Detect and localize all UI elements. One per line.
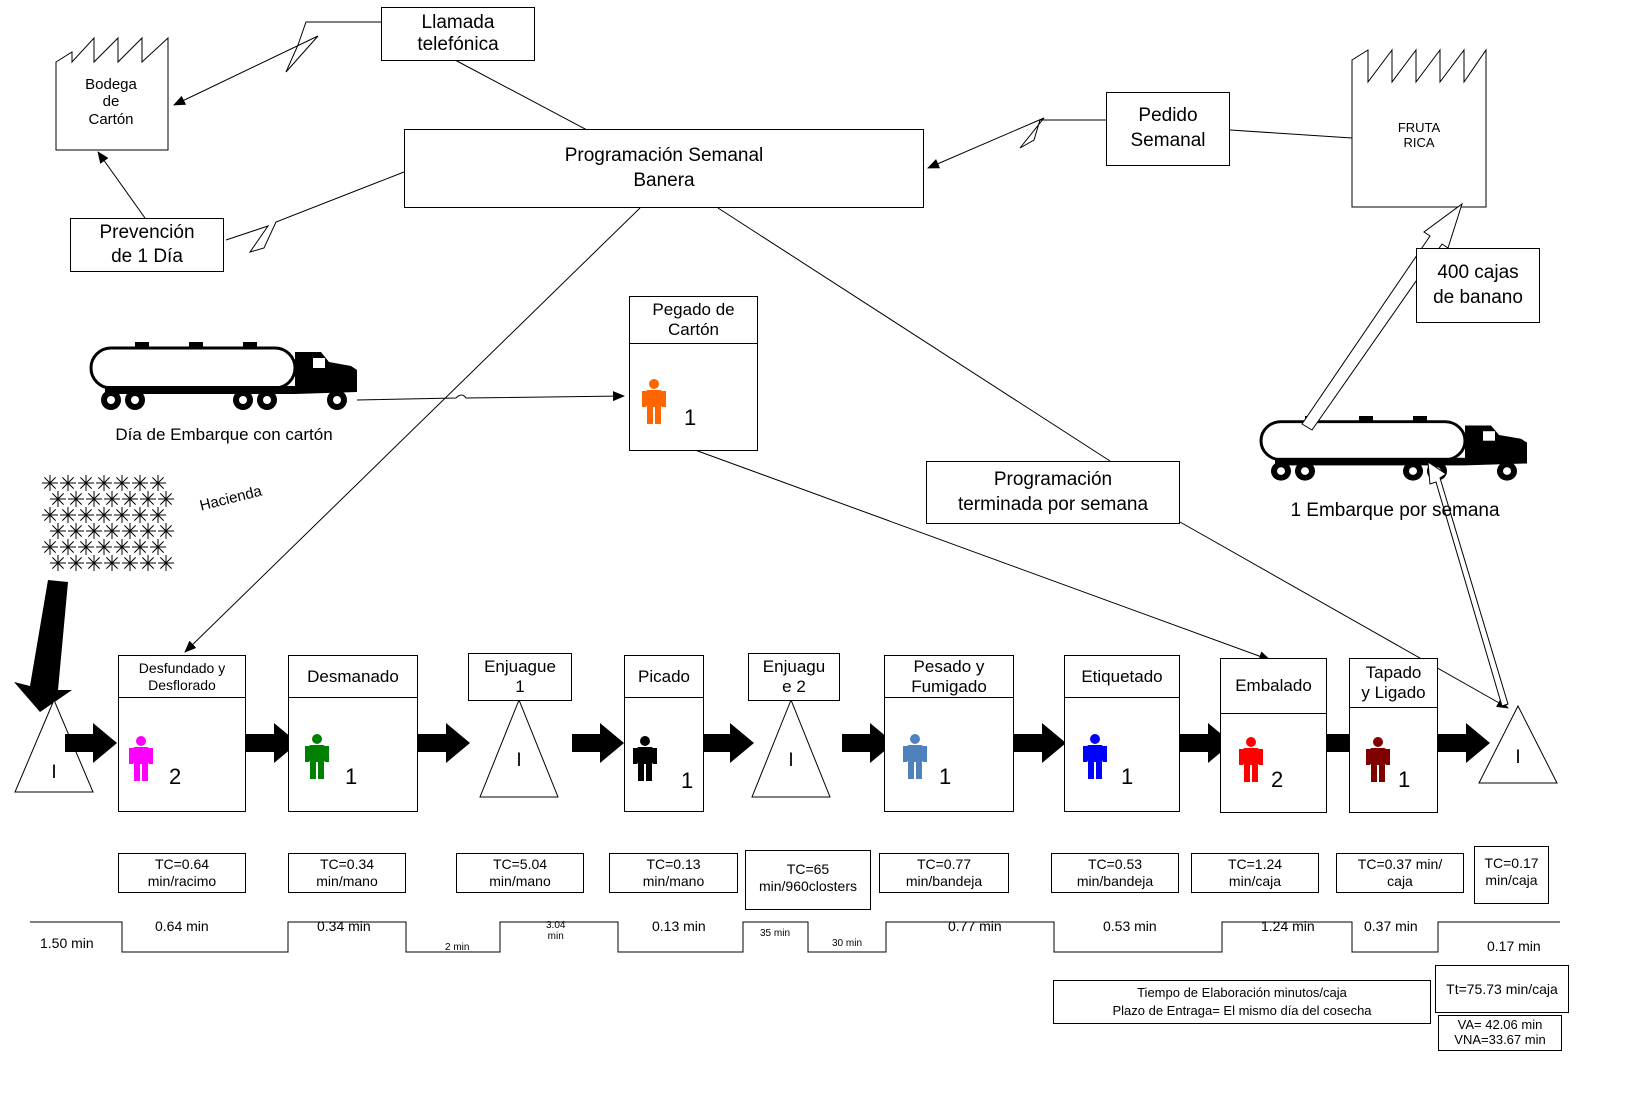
operator-icon [1366,737,1390,782]
weekly-order-signal [927,117,1106,169]
operator-icon [1083,734,1107,779]
bodega-label: Bodega de Cartón [85,76,137,128]
cycle-time-box: TC=0.13 min/mano [609,853,738,893]
prevention-signal [225,171,405,253]
operator-count: 1 [1398,767,1411,792]
outgoing-shipment-label: 1 Embarque por semana [1290,500,1500,521]
operator-icon [305,734,329,779]
process-pesado-fumigado: Pesado y Fumigado 1 [884,655,1014,812]
value-added-box: VA= 42.06 min VNA=33.67 min [1438,1015,1562,1051]
cycle-time-box: TC=0.34 min/mano [288,853,406,893]
phone-call-label: Llamada telefónica [417,12,499,55]
operator-count: 2 [1271,767,1284,792]
timeline-time: 3.04 min [546,920,566,942]
prevention-to-bodega [97,151,146,219]
operator-count: 1 [939,764,952,789]
operator-icon [642,379,666,424]
operator-count: 1 [1121,764,1134,789]
process-etiquetado: Etiquetado 1 [1064,655,1180,812]
inventory-label: I [516,750,522,771]
weekly-order-box: Pedido Semanal [1106,92,1230,166]
timeline-time: 0.17 min [1487,938,1541,954]
process-title: Embalado [1221,659,1326,714]
cycle-time-box: TC=0.37 min/ caja [1336,853,1464,893]
inventory-triangle-icon [14,698,1558,798]
incoming-shipment-label: Día de Embarque con cartón [115,425,333,444]
process-enjuague-2: Enjuagu e 2 [748,653,840,701]
customer-label: FRUTA RICA [1397,120,1441,150]
timeline-time: 0.34 min [317,918,371,934]
timeline-time: 35 min [760,928,791,939]
finished-schedule-box: Programación terminada por semana [926,461,1180,524]
cycle-time-box: TC=0.53 min/bandeja [1051,853,1179,893]
process-pegado-carton: Pegado de Cartón 1 [629,296,758,451]
timeline-time: 0.77 min [948,918,1002,934]
hacienda-field-icon [42,475,174,571]
timeline-time: 2 min [445,942,470,953]
process-enjuague-1: Enjuague 1 [468,653,572,701]
process-picado: Picado 1 [624,655,704,812]
process-title: Enjuagu e 2 [762,657,826,696]
inventory-label: I [51,762,57,783]
boxes-label: 400 cajas de banano [1433,261,1523,308]
process-title: Etiquetado [1065,656,1179,698]
production-control-label: Programación Semanal Banera [564,144,764,191]
timeline-time: 30 min [832,938,863,949]
timeline-time: 0.37 min [1364,918,1418,934]
operator-count: 1 [681,768,694,793]
process-embalado: Embalado 2 [1220,658,1327,813]
process-desmanado: Desmanado 1 [288,655,418,812]
customer-factory-icon [1351,48,1487,208]
total-time-box: Tt=75.73 min/caja [1435,965,1569,1013]
timeline-time: 0.64 min [155,918,209,934]
operator-icon [129,736,153,781]
ship-from-fg-arrow [1427,461,1509,707]
operator-count: 2 [169,764,182,789]
operator-count: 1 [684,405,697,430]
process-title: Desmanado [289,656,417,698]
process-title: Pesado y Fumigado [885,656,1013,698]
process-desfundado: Desfundado y Desflorado 2 [118,655,246,812]
cycle-time-box: TC=0.17 min/caja [1474,846,1549,904]
prevention-label: Prevención de 1 Día [99,222,195,267]
process-tapado-ligado: Tapado y Ligado 1 [1349,658,1438,813]
finished-schedule-label: Programación terminada por semana [957,468,1149,515]
timeline-ladder [30,921,1560,953]
process-title: Desfundado y Desflorado [119,656,245,698]
timeline-time: 1.50 min [40,935,94,951]
weekly-order-label: Pedido Semanal [1130,105,1206,151]
production-control-box: Programación Semanal Banera [404,129,924,208]
timeline-time: 0.13 min [652,918,706,934]
outgoing-truck-icon [1259,414,1529,483]
incoming-truck-icon [89,340,359,412]
cycle-time-box: TC=5.04 min/mano [456,853,584,893]
prevention-box: Prevención de 1 Día [70,218,224,272]
inventory-label: I [788,750,794,771]
process-title: Picado [625,656,703,698]
operator-icon [1239,737,1263,782]
process-title: Pegado de Cartón [630,297,757,344]
hacienda-push-arrow [14,580,72,712]
cycle-time-box: TC=0.64 min/racimo [118,853,246,893]
phone-call-signal [173,21,381,106]
boxes-box: 400 cajas de banano [1416,248,1540,323]
bodega-factory-icon [55,36,169,151]
cycle-time-box: TC=0.77 min/bandeja [879,853,1009,893]
inventory-label: I [1515,747,1521,768]
operator-count: 1 [345,764,358,789]
phone-call-box: Llamada telefónica [381,7,535,61]
cycle-time-box: TC=65 min/960closters [745,850,871,910]
process-title: Enjuague 1 [484,657,556,696]
timeline-time: 0.53 min [1103,918,1157,934]
operator-icon [903,734,927,779]
cycle-time-box: TC=1.24 min/caja [1191,853,1319,893]
lead-time-summary: Tiempo de Elaboración minutos/caja Plazo… [1053,980,1431,1024]
process-title: Tapado y Ligado [1350,659,1437,708]
timeline-time: 1.24 min [1261,918,1315,934]
operator-icon [633,736,657,781]
